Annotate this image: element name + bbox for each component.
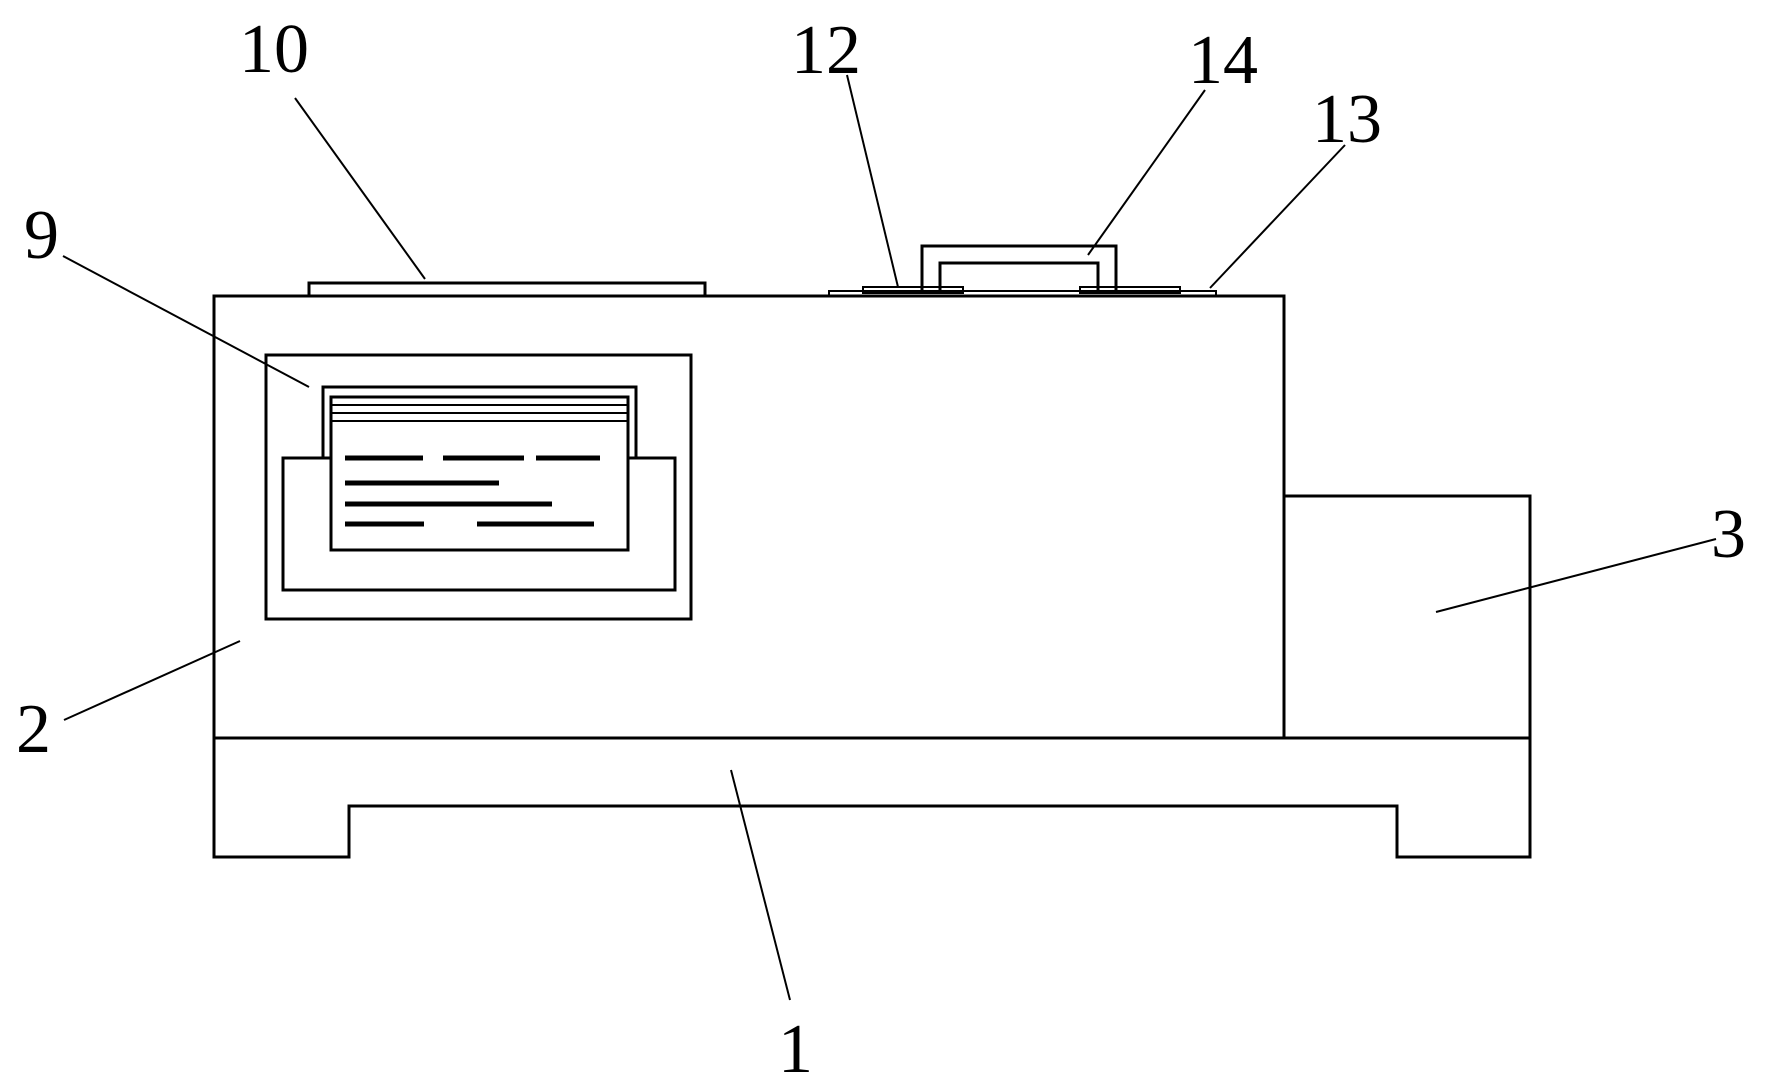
side-box bbox=[1282, 494, 1532, 740]
top-plate bbox=[307, 281, 707, 298]
leader-line-9 bbox=[62, 255, 310, 388]
lid-left-plate bbox=[862, 286, 964, 294]
leader-line-1 bbox=[730, 769, 791, 1001]
base bbox=[212, 736, 1532, 859]
label-10: 10 bbox=[239, 11, 309, 88]
label-3: 3 bbox=[1711, 496, 1746, 573]
lid-strip bbox=[828, 290, 1217, 297]
label-2: 2 bbox=[16, 691, 51, 768]
leader-line-2 bbox=[63, 640, 241, 721]
label-1: 1 bbox=[778, 1011, 813, 1084]
leader-line-13 bbox=[1209, 144, 1346, 289]
lid-right-plate bbox=[1079, 286, 1181, 294]
leader-line-12 bbox=[846, 74, 899, 288]
display-card bbox=[329, 395, 630, 552]
handle bbox=[920, 244, 1118, 291]
label-14: 14 bbox=[1188, 22, 1258, 99]
display-panel bbox=[264, 353, 693, 621]
handle-inner bbox=[938, 261, 1100, 291]
label-9: 9 bbox=[24, 197, 59, 274]
leader-line-3 bbox=[1435, 538, 1717, 613]
leader-line-14 bbox=[1087, 89, 1206, 256]
leader-line-10 bbox=[294, 97, 426, 280]
label-12: 12 bbox=[791, 12, 861, 89]
label-13: 13 bbox=[1312, 81, 1382, 158]
display-frame-outer bbox=[264, 353, 693, 621]
